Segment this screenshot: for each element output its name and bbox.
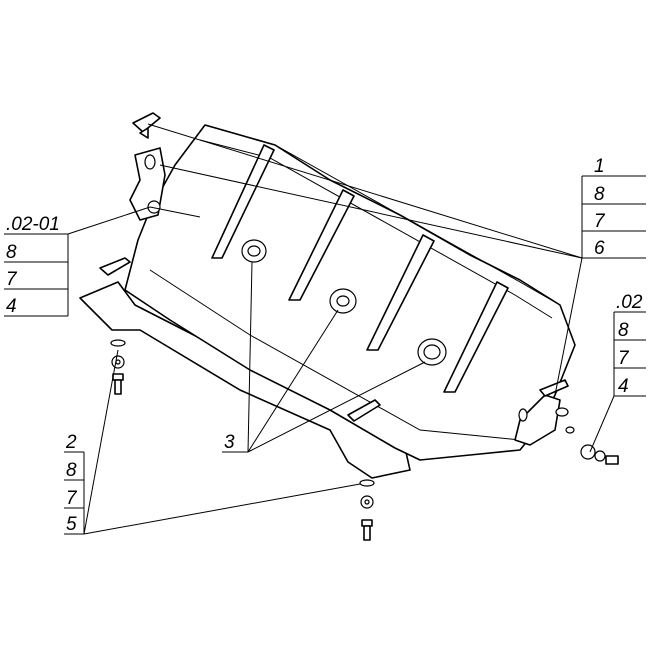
bolt-stack-left — [110, 339, 126, 395]
rib — [366, 234, 435, 351]
callout-left-bottom-item: 5 — [66, 514, 77, 535]
bolt-shank — [363, 525, 371, 541]
bolt-head — [361, 519, 373, 527]
bolt-head — [112, 373, 124, 381]
callout-left-bottom-item: 8 — [66, 460, 77, 481]
bolt-head — [147, 200, 161, 214]
drain-holes — [241, 239, 447, 366]
hole — [423, 344, 441, 360]
clip-tab — [99, 257, 131, 276]
clip-tab — [539, 379, 569, 397]
hole — [247, 245, 261, 257]
bolt-stack-right — [555, 407, 619, 465]
callouts-left-bottom-group: 2 8 7 5 — [65, 432, 78, 535]
skid-plate-fold-bottom — [149, 269, 521, 441]
washer — [565, 426, 575, 434]
callout-right-mid-item: 8 — [618, 320, 629, 341]
callout-right-top-title: 1 — [594, 156, 605, 177]
skid-plate-fold-top — [204, 124, 561, 306]
callout-right-top-item: 7 — [594, 211, 606, 232]
rib — [288, 189, 355, 301]
callout-right-mid-item: 7 — [618, 348, 630, 369]
clip-tab — [347, 399, 381, 422]
callout-right-top-item: 6 — [594, 238, 605, 259]
bracket-slot — [518, 408, 528, 422]
callout-center-label: 3 — [224, 432, 235, 453]
callouts-right-top-group: 1 8 7 6 — [594, 156, 606, 259]
washer — [110, 339, 126, 347]
washer — [555, 407, 569, 417]
callout-left-title: .02-01 — [6, 214, 60, 235]
callout-right-mid-title: .02 — [616, 292, 643, 313]
callouts-right-mid-group: .02 8 7 4 — [616, 292, 643, 397]
callout-left-item: 7 — [6, 269, 18, 290]
lock-washer-inner — [115, 359, 121, 365]
lock-washer — [580, 444, 596, 460]
bolt-end — [605, 455, 619, 465]
bolt-stack-center — [359, 479, 375, 541]
hole — [336, 295, 350, 307]
bolt-shank — [114, 379, 122, 395]
top-clip-body — [132, 112, 161, 133]
callout-left-bottom-item: 7 — [66, 488, 78, 509]
skid-plate-fold-top-2 — [199, 139, 553, 319]
top-clip — [132, 112, 161, 139]
rib — [443, 281, 509, 393]
washer — [359, 479, 375, 487]
leader-lines — [4, 123, 646, 535]
top-clip-tab — [139, 127, 149, 139]
skid-plate-flange — [79, 281, 411, 479]
callout-right-top-item: 8 — [594, 184, 605, 205]
callout-left-item: 4 — [6, 296, 17, 317]
nut — [594, 450, 606, 462]
rib — [211, 144, 275, 259]
bracket-slot — [144, 154, 156, 170]
skid-plate — [79, 124, 576, 479]
callout-right-mid-item: 4 — [618, 376, 629, 397]
callout-left-bottom-title: 2 — [65, 432, 77, 453]
callout-left-item: 8 — [6, 242, 17, 263]
lock-washer-inner — [364, 499, 370, 505]
callouts-left-group: .02-01 8 7 4 — [6, 214, 60, 317]
stiffening-ribs — [211, 144, 509, 393]
